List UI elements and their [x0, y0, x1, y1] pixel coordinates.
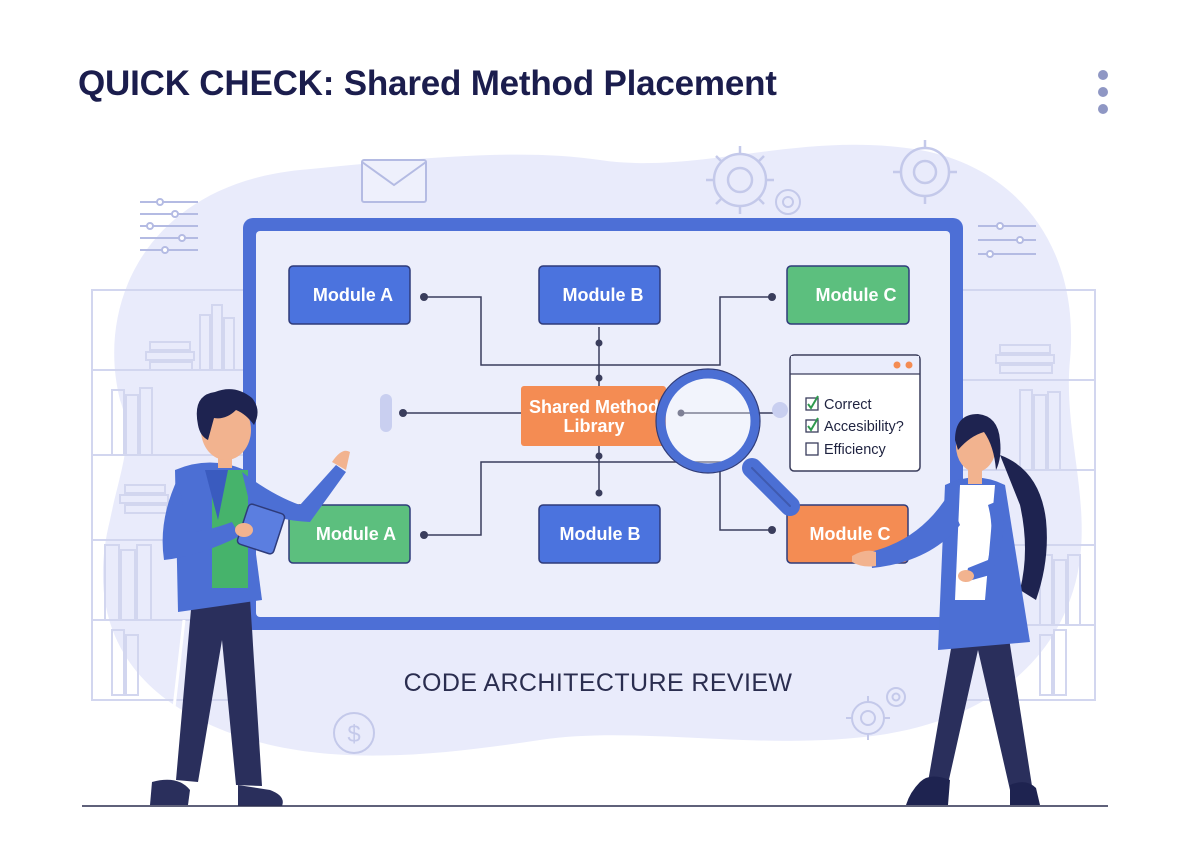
shared-method-library-box[interactable]: Shared Method Library: [521, 386, 666, 446]
slider-lines-icon: [978, 222, 1036, 258]
module-label: Module A: [313, 285, 393, 305]
connector-dots: [399, 293, 776, 539]
bookshelf-right: [954, 289, 1096, 701]
module-label: Module B: [563, 285, 644, 305]
checkmark-icon: [807, 395, 819, 410]
envelope-icon: [361, 159, 427, 203]
checklist-label: Accesibility?: [824, 419, 904, 435]
module-box-top-left[interactable]: Module A: [288, 265, 411, 325]
checklist-label: Efficiency: [824, 442, 887, 458]
shared-library-line1: Shared Method: [529, 397, 659, 417]
module-box-top-right[interactable]: Module C: [786, 265, 910, 325]
module-label: Module A: [316, 524, 396, 544]
shared-library-line2: Library: [563, 416, 624, 436]
person-presenter-left: [150, 389, 350, 806]
gear-icon: [893, 140, 957, 204]
checklist-window: [789, 354, 921, 472]
page-title: QUICK CHECK: Shared Method Placement: [78, 64, 777, 103]
checklist-item-efficiency[interactable]: Efficiency: [805, 442, 887, 458]
dollar-coin-icon: $: [333, 712, 375, 754]
vertical-ellipsis-icon[interactable]: [1092, 68, 1114, 116]
module-label: Module C: [810, 524, 891, 544]
module-box-bottom-left[interactable]: Module A: [288, 504, 411, 564]
checkmark-icon: [807, 417, 819, 432]
module-label: Module C: [816, 285, 897, 305]
cable-plug: [380, 394, 392, 432]
module-box-top-center[interactable]: Module B: [538, 265, 661, 325]
caption-text: CODE ARCHITECTURE REVIEW: [404, 669, 793, 697]
module-box-bottom-center[interactable]: Module B: [538, 504, 661, 564]
checklist-label: Correct: [824, 397, 872, 413]
gear-icon: [706, 146, 774, 214]
person-presenter-right: [852, 414, 1047, 805]
checklist-item-correct[interactable]: Correct: [805, 395, 872, 413]
checklist-item-accessibility[interactable]: Accesibility?: [805, 417, 904, 435]
gear-icon: [846, 696, 890, 740]
magnifying-glass-icon: [655, 368, 800, 516]
svg-text:$: $: [347, 721, 360, 748]
gear-icon: [886, 687, 906, 707]
cable-knob: [772, 402, 788, 418]
slider-lines-icon: [140, 198, 198, 254]
module-box-bottom-right[interactable]: Module C: [786, 504, 909, 564]
module-label: Module B: [560, 524, 641, 544]
gear-icon: [775, 189, 801, 215]
